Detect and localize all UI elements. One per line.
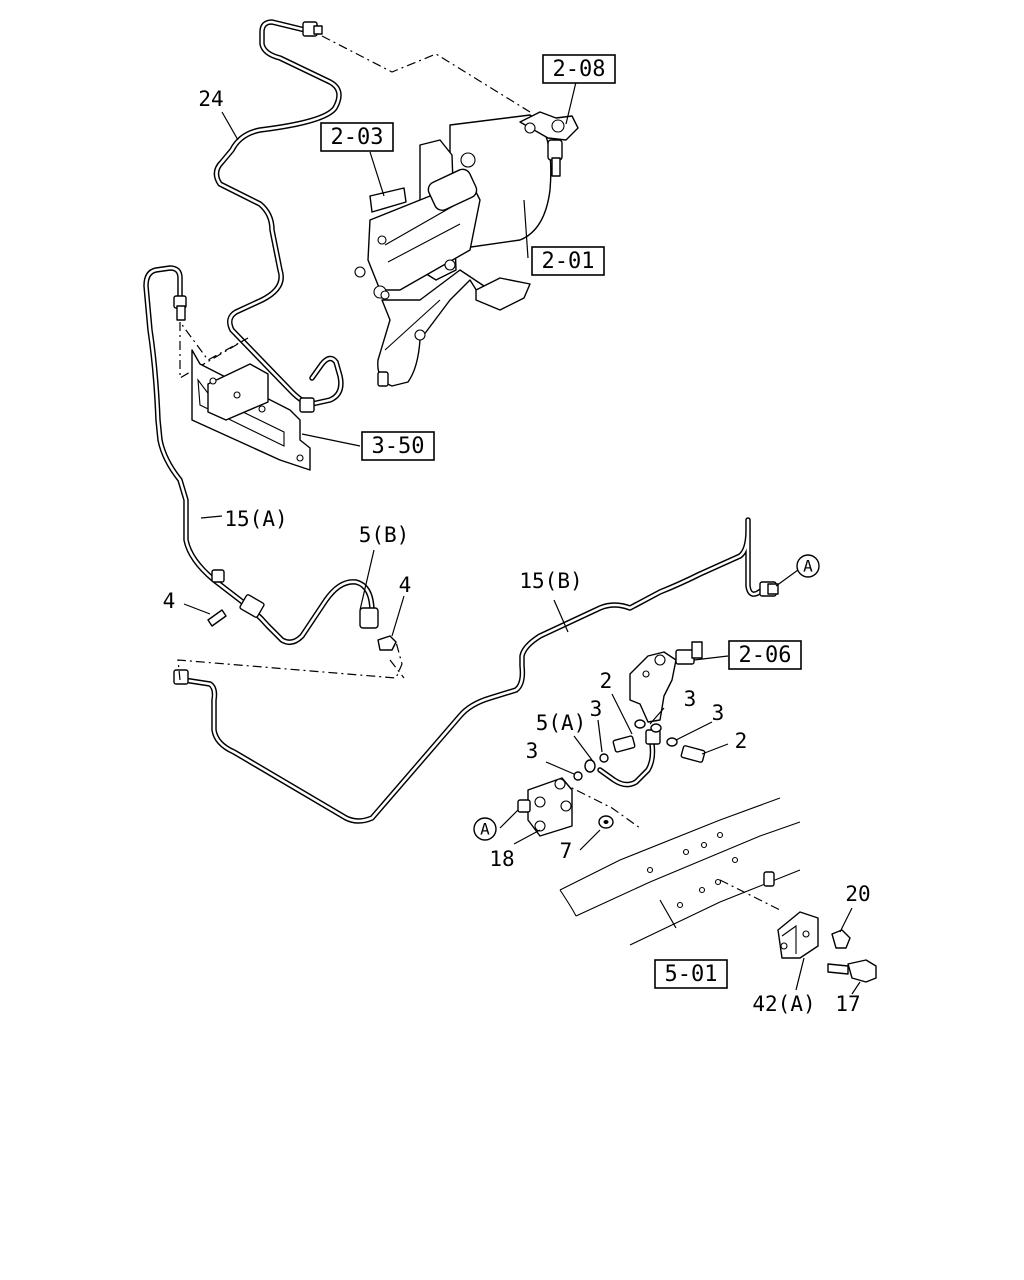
leader-lines xyxy=(183,81,861,995)
block-18 xyxy=(517,777,614,837)
frame-5-01 xyxy=(559,797,801,946)
circle-ref-a-right-label: A xyxy=(803,557,813,576)
callout-3-left: 3 xyxy=(526,739,539,763)
ref-box-2-01[interactable]: 2-01 xyxy=(531,246,605,276)
pipe-15b xyxy=(181,517,765,824)
ref-box-3-50[interactable]: 3-50 xyxy=(361,431,435,461)
ref-label-2-03: 2-03 xyxy=(331,125,384,150)
ref-label-2-06: 2-06 xyxy=(739,643,792,668)
fittings xyxy=(173,21,779,685)
bolts-washers xyxy=(573,719,706,781)
ref-box-2-08[interactable]: 2-08 xyxy=(542,54,616,84)
callout-15a: 15(A) xyxy=(224,507,287,531)
callout-2-lower: 2 xyxy=(735,729,748,753)
circle-ref-a-right[interactable]: A xyxy=(796,554,820,578)
ref-box-5-01[interactable]: 5-01 xyxy=(654,959,728,989)
callout-18: 18 xyxy=(489,847,514,871)
callout-labels: 24 15(A) 5(B) 4 4 15(B) 2 3 3 5(A) 3 2 3… xyxy=(163,87,871,1016)
valve-2-06 xyxy=(629,641,703,745)
clips-4 xyxy=(207,609,397,651)
pipe-15a xyxy=(143,265,375,645)
callout-7: 7 xyxy=(560,839,573,863)
callout-3-upper-right: 3 xyxy=(684,687,697,711)
hose-5a xyxy=(597,741,656,788)
boxed-refs: 2-08 2-03 2-01 3-50 2-06 5-01 xyxy=(320,54,802,989)
callout-42a: 42(A) xyxy=(752,992,815,1016)
callout-15b: 15(B) xyxy=(519,569,582,593)
callout-2-upper: 2 xyxy=(600,669,613,693)
callout-4-right: 4 xyxy=(399,573,412,597)
circle-ref-a-left-label: A xyxy=(480,820,490,839)
pipe-24 xyxy=(213,19,344,407)
callout-4-left: 4 xyxy=(163,589,176,613)
callout-3-mid: 3 xyxy=(590,697,603,721)
callout-5a: 5(A) xyxy=(536,711,587,735)
circle-ref-a-left[interactable]: A xyxy=(473,817,497,841)
bracket-3-50 xyxy=(191,349,311,471)
ref-label-2-08: 2-08 xyxy=(553,57,606,82)
ref-label-2-01: 2-01 xyxy=(542,249,595,274)
ref-box-2-03[interactable]: 2-03 xyxy=(320,122,394,152)
brake-pedal-assembly xyxy=(354,114,552,387)
callout-3-right: 3 xyxy=(712,701,725,725)
callout-24: 24 xyxy=(198,87,223,111)
circle-refs: A A xyxy=(473,554,820,841)
reservoir-fitting xyxy=(519,111,579,177)
ref-label-5-01: 5-01 xyxy=(665,962,718,987)
assembly-lines xyxy=(177,35,781,911)
ref-label-3-50: 3-50 xyxy=(372,434,425,459)
ref-box-2-06[interactable]: 2-06 xyxy=(728,640,802,670)
bracket-42a xyxy=(777,911,877,983)
callout-17: 17 xyxy=(835,992,860,1016)
callout-5b: 5(B) xyxy=(359,523,410,547)
callout-20: 20 xyxy=(845,882,870,906)
